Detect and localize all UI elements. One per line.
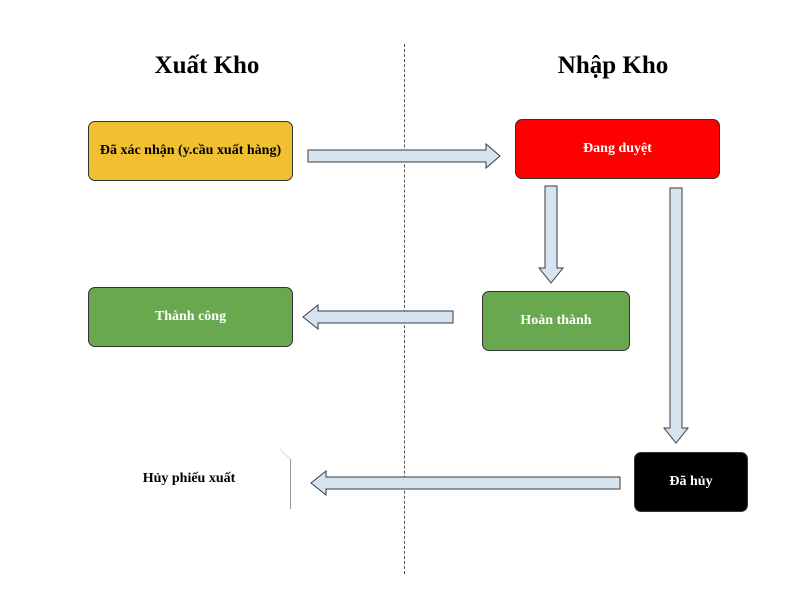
node-confirmed: Đã xác nhận (y.cầu xuất hàng) [88, 121, 293, 181]
node-cancel-slip: Hủy phiếu xuất [88, 449, 290, 509]
node-cancelled: Đã hủy [634, 452, 748, 512]
arrow-reviewing-to-cancelled [662, 187, 690, 444]
arrow-confirmed-to-reviewing [307, 142, 501, 170]
arrow-cancelled-to-cancel-slip [310, 469, 621, 497]
lane-title-xuat-kho: Xuất Kho [154, 52, 260, 79]
lane-title-nhap-kho: Nhập Kho [557, 52, 669, 79]
arrow-complete-to-success [302, 303, 454, 331]
node-reviewing: Đang duyệt [515, 119, 720, 179]
node-complete: Hoàn thành [482, 291, 630, 351]
node-success: Thành công [88, 287, 293, 347]
lane-divider [404, 44, 405, 574]
arrow-reviewing-to-complete [537, 185, 565, 284]
